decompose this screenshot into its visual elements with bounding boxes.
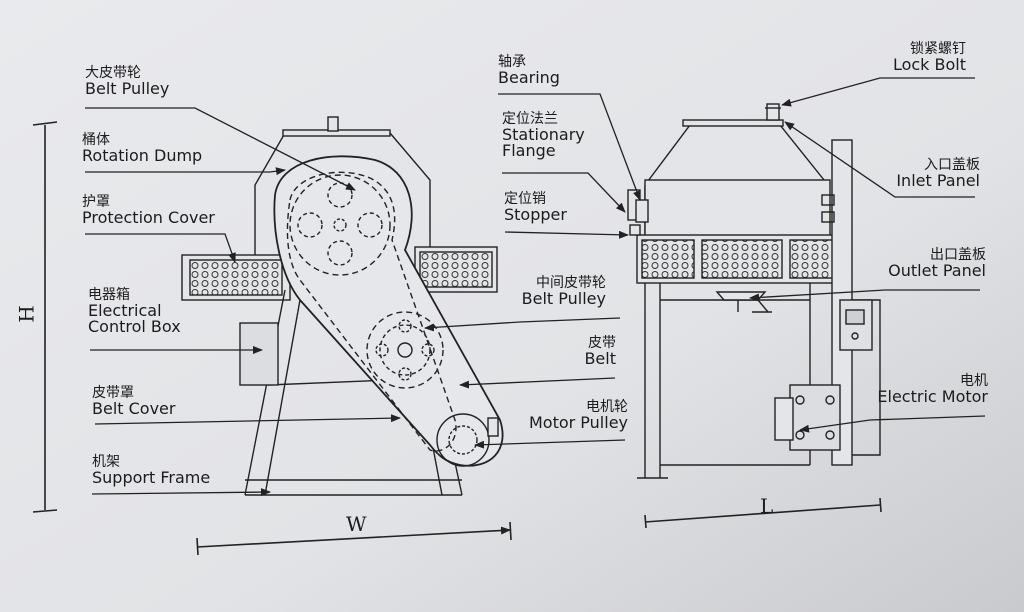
label-electric-motor-zh: 电机 <box>960 373 988 389</box>
label-stationary-flange-en2: Flange <box>502 141 556 161</box>
label-belt-pulley-top-zh: 大皮带轮 <box>85 65 141 81</box>
label-protection-cover-en: Protection Cover <box>82 207 215 227</box>
label-rotation-dump-en: Rotation Dump <box>82 145 203 165</box>
label-belt-pulley-mid: 中间皮带轮 Belt Pulley <box>508 276 606 307</box>
label-bearing: 轴承 Bearing <box>498 55 560 86</box>
label-belt-cover-en: Belt Cover <box>92 398 176 418</box>
label-electrical-box-zh: 电器箱 <box>88 287 130 303</box>
label-support-frame-zh: 机架 <box>92 454 120 470</box>
label-stopper-zh: 定位销 <box>504 191 546 207</box>
label-stationary-flange-en1: Stationary <box>502 124 585 144</box>
label-outlet-panel-en: Outlet Panel <box>888 260 986 280</box>
leader-lines <box>85 77 986 497</box>
label-bearing-en: Bearing <box>498 67 560 87</box>
label-outlet-panel-zh: 出口盖板 <box>930 247 986 263</box>
big-pulley <box>289 174 391 276</box>
dimension-lines <box>32 121 882 556</box>
inlet-panel <box>682 119 784 127</box>
label-protection-cover-zh: 护罩 <box>82 194 110 210</box>
label-belt-cover: 皮带罩 Belt Cover <box>92 386 175 417</box>
belt-dashed <box>286 171 457 452</box>
label-support-frame: 机架 Support Frame <box>92 455 210 486</box>
label-rotation-dump: 桶体 Rotation Dump <box>82 133 202 164</box>
label-belt-pulley-mid-zh: 中间皮带轮 <box>536 275 606 291</box>
label-belt: 皮带 Belt <box>560 336 616 367</box>
label-lock-bolt: 锁紧螺钉 Lock Bolt <box>880 42 966 73</box>
label-stopper-en: Stopper <box>504 204 567 224</box>
label-electrical-box-en2: Control Box <box>88 317 181 337</box>
label-lock-bolt-en: Lock Bolt <box>892 54 966 74</box>
label-motor-pulley-zh: 电机轮 <box>586 399 628 415</box>
label-inlet-panel-en: Inlet Panel <box>896 170 980 190</box>
drum-top-bolt <box>327 116 339 132</box>
label-inlet-panel: 入口盖板 Inlet Panel <box>884 158 980 189</box>
label-electrical-box-en1: Electrical <box>88 300 162 320</box>
middle-pulley <box>366 311 444 389</box>
side-view <box>181 116 504 496</box>
dimension-width-label: W <box>346 512 367 536</box>
label-electrical-box: 电器箱 Electrical Control Box <box>88 288 181 336</box>
electrical-control-box <box>239 322 279 386</box>
label-motor-pulley: 电机轮 Motor Pulley <box>512 400 628 431</box>
lock-bolt <box>766 103 780 121</box>
label-stationary-flange: 定位法兰 Stationary Flange <box>502 112 585 160</box>
bearing-block <box>635 199 649 223</box>
dimension-height-label: H <box>14 305 39 323</box>
front-drum-body <box>644 179 831 239</box>
label-belt-zh: 皮带 <box>588 335 616 351</box>
label-belt-pulley-mid-en: Belt Pulley <box>521 288 606 308</box>
label-belt-pulley-top-en: Belt Pulley <box>85 78 170 98</box>
label-stopper: 定位销 Stopper <box>504 192 567 223</box>
label-bearing-zh: 轴承 <box>498 54 526 70</box>
electric-motor <box>789 384 841 451</box>
label-lock-bolt-zh: 锁紧螺钉 <box>910 41 966 57</box>
label-stationary-flange-zh: 定位法兰 <box>502 111 558 127</box>
dimension-length-label: L <box>760 494 774 518</box>
label-belt-cover-zh: 皮带罩 <box>92 385 134 401</box>
label-belt-en: Belt <box>584 348 616 368</box>
label-outlet-panel: 出口盖板 Outlet Panel <box>882 248 986 279</box>
label-electric-motor-en: Electric Motor <box>877 386 988 406</box>
front-support-frame <box>637 283 811 479</box>
stopper-pin <box>629 224 641 236</box>
motor-pulley <box>436 413 490 467</box>
label-rotation-dump-zh: 桶体 <box>82 132 110 148</box>
label-electric-motor: 电机 Electric Motor <box>866 374 988 405</box>
label-inlet-panel-zh: 入口盖板 <box>924 157 980 173</box>
label-protection-cover: 护罩 Protection Cover <box>82 195 215 226</box>
front-control-panel <box>839 299 873 351</box>
label-support-frame-en: Support Frame <box>92 467 211 487</box>
label-belt-pulley-top: 大皮带轮 Belt Pulley <box>85 66 169 97</box>
front-view <box>627 103 881 479</box>
label-motor-pulley-en: Motor Pulley <box>528 412 628 432</box>
